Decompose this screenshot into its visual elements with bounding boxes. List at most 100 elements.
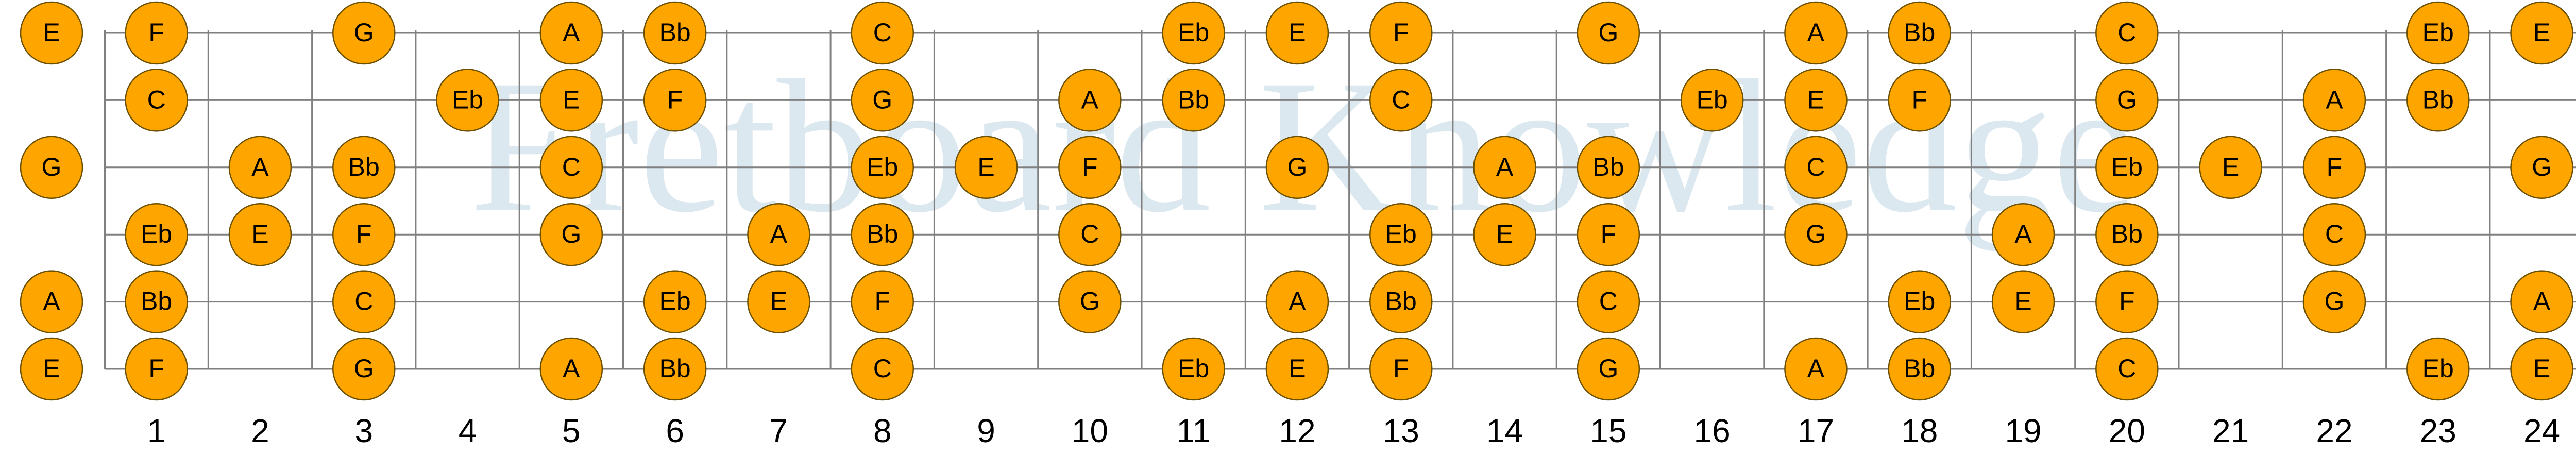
note-marker: Eb	[1680, 69, 1744, 132]
note-circle	[20, 1, 83, 65]
note-marker: F	[1369, 337, 1433, 401]
note-circle	[332, 270, 396, 333]
note-circle	[20, 270, 83, 333]
note-circle	[125, 1, 188, 65]
note-marker: Bb	[851, 203, 914, 266]
note-marker: A	[1265, 270, 1329, 333]
note-circle	[1577, 270, 1640, 333]
note-circle	[539, 136, 603, 199]
note-label: F	[667, 85, 683, 114]
fretboard-lines	[104, 30, 2576, 370]
note-label: G	[561, 220, 581, 248]
note-marker: C	[1577, 270, 1640, 333]
note-label: E	[251, 220, 268, 248]
note-label: A	[770, 220, 788, 248]
note-marker: E	[1265, 337, 1329, 401]
note-marker: Eb	[2406, 337, 2470, 401]
note-label: F	[148, 18, 164, 47]
note-circle	[851, 337, 914, 401]
note-circle	[1991, 203, 2055, 266]
note-label: Eb	[452, 85, 483, 114]
note-marker: E	[2510, 1, 2573, 65]
note-marker: Eb	[2406, 1, 2470, 65]
note-label: G	[1598, 354, 1618, 383]
note-marker: Bb	[332, 136, 396, 199]
note-marker: F	[332, 203, 396, 266]
note-marker: F	[1369, 1, 1433, 65]
note-label: C	[2325, 220, 2344, 248]
note-label: E	[43, 354, 60, 383]
note-label: F	[1393, 18, 1409, 47]
note-marker: G	[2510, 136, 2573, 199]
note-label: A	[2326, 85, 2343, 114]
note-circle	[643, 270, 707, 333]
fret-number-label: 10	[1072, 412, 1108, 449]
note-label: A	[1807, 354, 1825, 383]
note-circle	[2095, 1, 2159, 65]
note-marker: A	[1991, 203, 2055, 266]
note-circle	[539, 1, 603, 65]
note-label: E	[1807, 85, 1824, 114]
note-circle	[1369, 203, 1433, 266]
note-marker: C	[125, 69, 188, 132]
note-marker: E	[1991, 270, 2055, 333]
note-label: G	[1287, 153, 1307, 181]
note-label: E	[563, 85, 580, 114]
note-circle	[1058, 136, 1122, 199]
note-circle	[332, 1, 396, 65]
fret-number-label: 13	[1383, 412, 1419, 449]
note-label: F	[2119, 287, 2135, 316]
note-marker: G	[851, 69, 914, 132]
note-label: Eb	[2422, 354, 2454, 383]
note-label: G	[2324, 287, 2344, 316]
note-label: G	[354, 18, 374, 47]
note-circle	[1888, 337, 1951, 401]
note-circle	[1369, 337, 1433, 401]
note-circle	[2510, 270, 2573, 333]
note-marker: Bb	[1888, 1, 1951, 65]
note-circle	[1784, 69, 1848, 132]
note-label: Eb	[659, 287, 691, 316]
note-marker: G	[20, 136, 83, 199]
note-circle	[2406, 69, 2470, 132]
note-label: G	[2532, 153, 2552, 181]
note-circle	[1162, 69, 1225, 132]
note-label: E	[2014, 287, 2031, 316]
note-circle	[1784, 1, 1848, 65]
note-label: Bb	[348, 153, 380, 181]
note-circle	[1784, 203, 1848, 266]
note-marker: E	[1784, 69, 1848, 132]
note-label: A	[2533, 287, 2551, 316]
note-circle	[1784, 136, 1848, 199]
note-label: Bb	[659, 354, 691, 383]
fret-number-label: 20	[2109, 412, 2145, 449]
note-marker: C	[539, 136, 603, 199]
note-circle	[539, 203, 603, 266]
note-label: Bb	[2422, 85, 2454, 114]
note-circle	[1369, 1, 1433, 65]
note-marker: Eb	[1369, 203, 1433, 266]
note-label: A	[2014, 220, 2032, 248]
note-marker: F	[1058, 136, 1122, 199]
note-circle	[436, 69, 499, 132]
note-marker: Eb	[1162, 1, 1225, 65]
note-label: Bb	[659, 18, 691, 47]
note-label: F	[1393, 354, 1409, 383]
fret-number-label: 17	[1798, 412, 1834, 449]
note-label: G	[2117, 85, 2137, 114]
note-circle	[2095, 270, 2159, 333]
fret-number-label: 12	[1279, 412, 1315, 449]
note-marker: A	[539, 337, 603, 401]
note-circle	[1888, 69, 1951, 132]
fret-number-label: 8	[873, 412, 892, 449]
note-label: E	[43, 18, 60, 47]
note-label: C	[147, 85, 166, 114]
note-marker: E	[1265, 1, 1329, 65]
note-label: Bb	[1904, 18, 1935, 47]
fret-number-label: 9	[977, 412, 995, 449]
note-circle	[1369, 69, 1433, 132]
note-marker: Eb	[436, 69, 499, 132]
note-label: Eb	[1904, 287, 1935, 316]
note-circle	[747, 270, 810, 333]
